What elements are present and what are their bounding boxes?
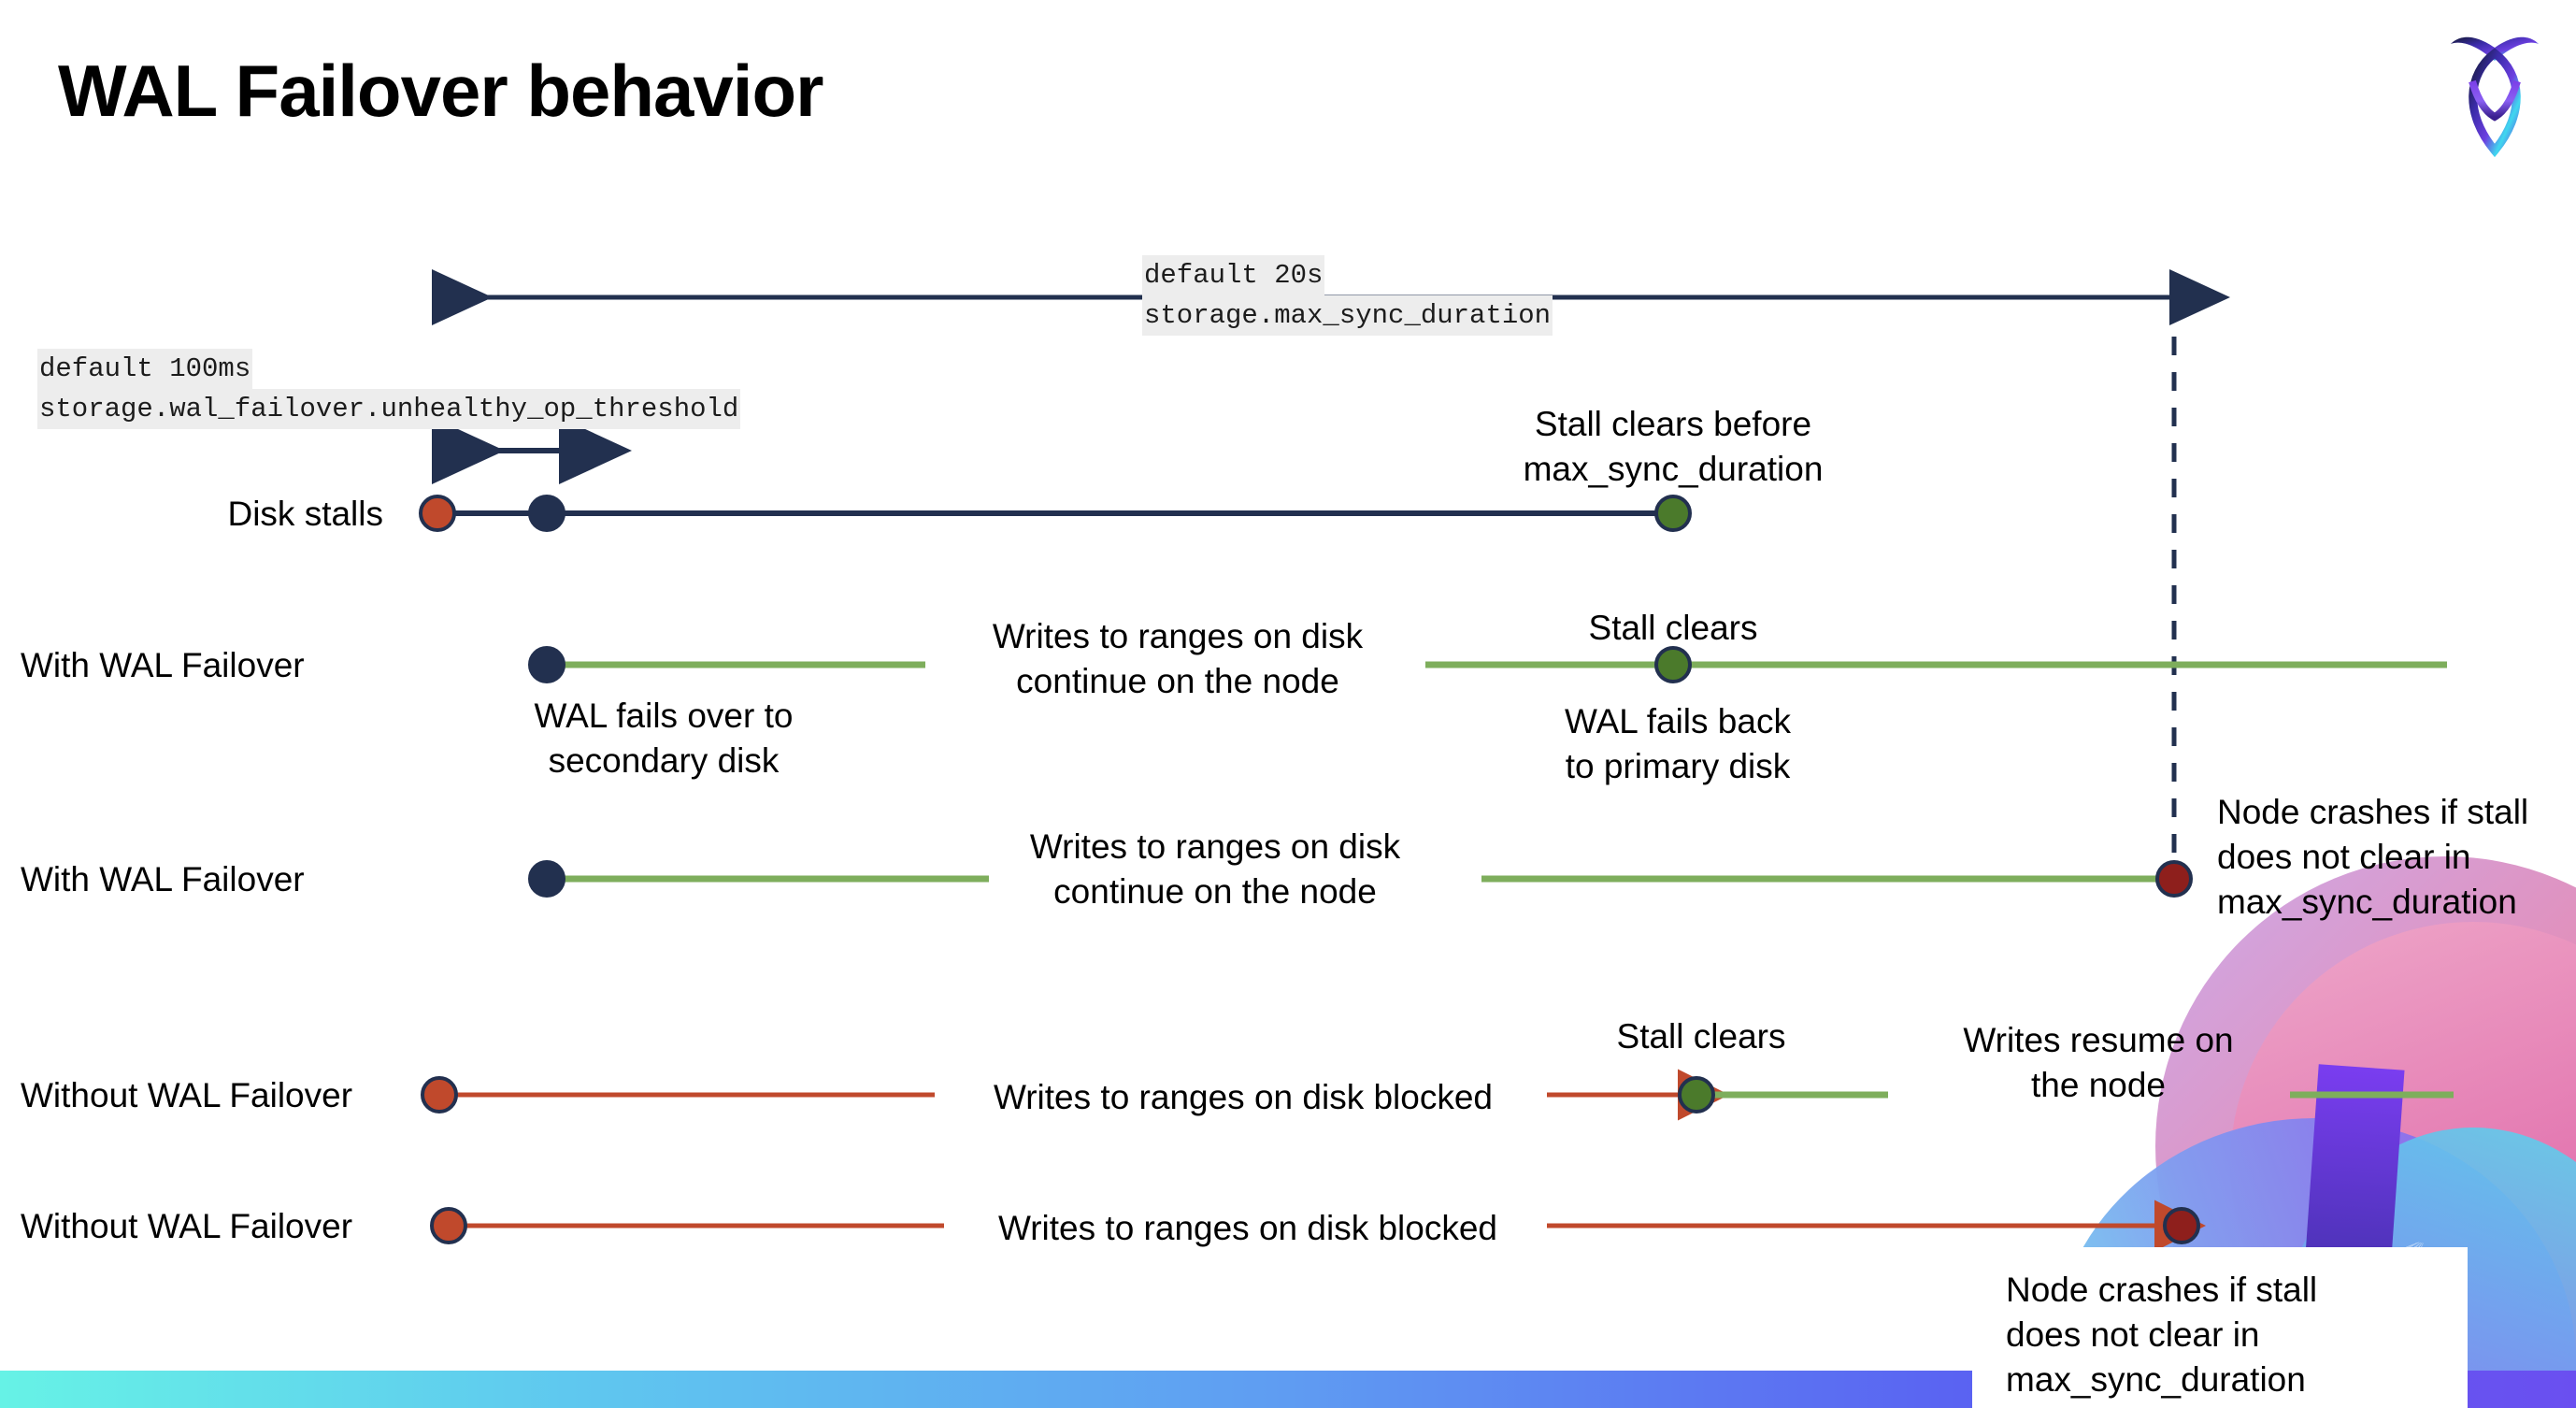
row1-note-stall-clears-before: Stall clears before max_sync_duration (1523, 405, 1824, 488)
row5-note-node-crashes: Node crashes if stall does not clear in … (2006, 1271, 2318, 1399)
row5-stall-start-dot (430, 1207, 467, 1244)
row-label-with-wal-failover-1: With WAL Failover (21, 646, 305, 684)
row2-failover-dot (528, 646, 565, 683)
row-label-disk-stalls: Disk stalls (227, 495, 383, 533)
row-label-without-wal-failover-1: Without WAL Failover (21, 1076, 353, 1114)
row5-note-node-crashes-callout: Node crashes if stall does not clear in … (1972, 1247, 2468, 1408)
row2-note-stall-clears: Stall clears (1588, 609, 1758, 647)
cockroachdb-logo-icon (2440, 23, 2550, 164)
unhealthy-op-threshold-chip: default 100ms storage.wal_failover.unhea… (37, 349, 741, 429)
max-sync-setting-text: storage.max_sync_duration (1142, 295, 1553, 336)
row-label-with-wal-failover-2: With WAL Failover (21, 860, 305, 898)
row-label-without-wal-failover-2: Without WAL Failover (21, 1207, 353, 1245)
row4-note-writes-resume: Writes resume on the node (1963, 1021, 2234, 1104)
row3-failover-dot (528, 860, 565, 898)
max-sync-default-text: default 20s (1142, 255, 1325, 295)
row5-node-crash-dot (2163, 1207, 2200, 1244)
row5-note-writes-blocked: Writes to ranges on disk blocked (997, 1209, 1498, 1247)
row4-stall-start-dot (421, 1076, 458, 1113)
row4-note-stall-clears: Stall clears (1616, 1017, 1786, 1056)
row3-node-crash-dot (2155, 860, 2193, 898)
unhealthy-default-text: default 100ms (37, 349, 253, 389)
unhealthy-setting-text: storage.wal_failover.unhealthy_op_thresh… (37, 389, 741, 429)
row1-stall-start-dot (419, 495, 456, 532)
row2-note-wal-fails-over: WAL fails over to secondary disk (534, 697, 794, 780)
page-title: WAL Failover behavior (58, 50, 823, 132)
row3-note-node-crashes: Node crashes if stall does not clear in … (2217, 793, 2529, 921)
row2-stall-clears-dot (1654, 646, 1692, 683)
row1-failover-trigger-dot (528, 495, 565, 532)
max-sync-duration-chip: default 20s storage.max_sync_duration (1142, 255, 1553, 336)
row2-note-writes-continue: Writes to ranges on disk continue on the… (992, 617, 1364, 700)
row2-note-wal-fails-back: WAL fails back to primary disk (1565, 702, 1791, 785)
row1-stall-clears-dot (1654, 495, 1692, 532)
row4-stall-clears-dot (1678, 1076, 1715, 1113)
row4-note-writes-blocked: Writes to ranges on disk blocked (993, 1078, 1494, 1116)
row3-note-writes-continue: Writes to ranges on disk continue on the… (1029, 827, 1401, 911)
